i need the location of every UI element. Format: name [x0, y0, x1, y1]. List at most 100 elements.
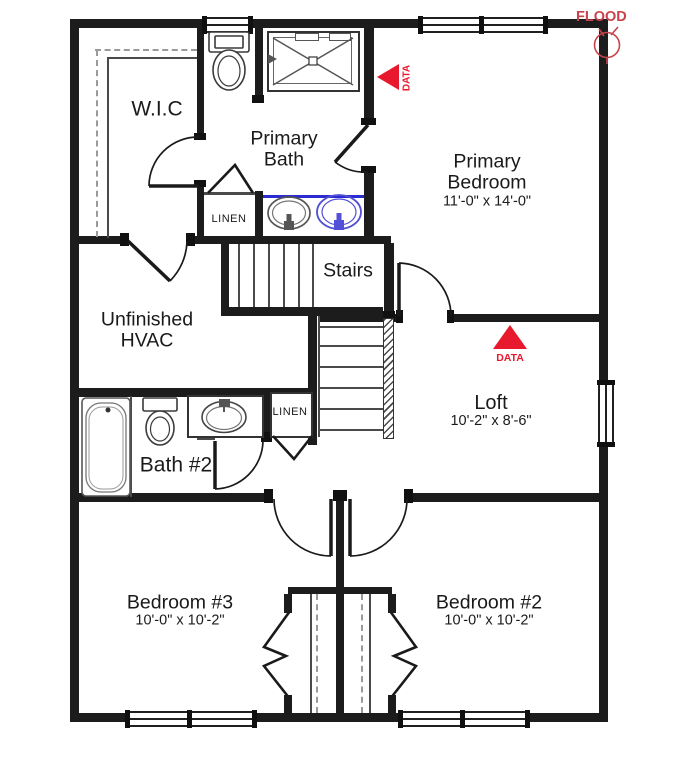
stair-tread — [298, 244, 300, 307]
jamb-cap — [120, 233, 129, 246]
window-primary-bedroom — [418, 16, 548, 34]
wall-closet-top-left — [288, 587, 336, 594]
window-post — [418, 16, 423, 34]
window-post — [597, 380, 615, 385]
closet-rod-dashed — [361, 594, 363, 713]
room-label-line: Loft — [474, 392, 508, 415]
linen-lower-closet-box — [270, 392, 313, 438]
window-post — [525, 710, 530, 728]
jamb-cap — [396, 310, 403, 323]
wic-rod-dashed-h — [95, 49, 197, 51]
flood-label: FLOOD — [576, 9, 627, 25]
room-label-bath2: Bath #2 — [139, 453, 213, 477]
wall-hvac-right — [308, 312, 317, 445]
room-label-hvac: Unfinished HVAC — [100, 308, 194, 353]
tub-alcove-line — [130, 396, 132, 497]
wall-loft-top-right — [451, 314, 599, 322]
room-label-line: Unfinished — [100, 308, 194, 331]
jamb-cap — [447, 310, 454, 323]
shower-shelf — [295, 33, 319, 41]
jamb-cap — [361, 118, 376, 125]
stair-tread — [319, 326, 383, 328]
window-post — [543, 16, 548, 34]
stair-tread — [319, 387, 383, 389]
room-label-linen-lower: LINEN — [272, 405, 308, 418]
bathtub — [81, 397, 131, 497]
data-label: DATA — [496, 352, 524, 364]
closet-shelf-line — [310, 594, 312, 713]
wic-shelf-line-h — [107, 57, 197, 59]
window-post — [187, 710, 192, 728]
room-label-line: Bath — [263, 149, 305, 171]
bifold-door-bedroom3 — [261, 610, 292, 700]
shower-head-icon — [268, 54, 277, 64]
wall-mid-horizontal-a — [70, 236, 128, 244]
exterior-wall-left — [70, 19, 79, 722]
stair-tread — [283, 244, 285, 307]
jamb-cap — [261, 432, 272, 442]
window-bedroom3 — [125, 710, 257, 728]
stair-tread — [268, 244, 270, 307]
window-post — [125, 710, 130, 728]
closet-rod-dashed — [316, 594, 318, 713]
wall-hall-south-right — [407, 493, 599, 502]
room-label-primary-bath: Primary Bath — [250, 127, 318, 172]
shower-drain — [308, 56, 318, 66]
toilet-bath2 — [142, 397, 178, 446]
window-loft — [597, 380, 615, 447]
door-arc-primary-bedroom — [398, 262, 452, 317]
window-glass — [605, 380, 607, 447]
jamb-cap — [194, 180, 206, 187]
wic-shelf-line-v — [107, 57, 109, 238]
wall-loft-top-left — [318, 314, 398, 322]
stair-railing-hatch — [383, 318, 394, 439]
door-linen-lower — [272, 435, 314, 462]
room-label-line: Bedroom #3 — [126, 591, 234, 614]
door-arc-wic — [148, 136, 200, 187]
wall-stairs-bedroom-divider — [384, 243, 394, 316]
stair-tread — [319, 366, 383, 368]
vanity-sink-right-blue — [316, 194, 362, 230]
vanity-counter-edge — [263, 195, 364, 198]
wall-vanity-left — [255, 191, 263, 238]
wall-mid-horizontal-b — [188, 236, 391, 244]
door-leaf-primary-bath — [333, 123, 370, 164]
room-dimensions: 10'-0" x 10'-2" — [135, 612, 225, 629]
toilet-primary — [208, 31, 250, 91]
window-post — [460, 710, 465, 728]
flood-light-symbol — [593, 26, 621, 64]
stair-tread — [253, 244, 255, 307]
wall-stairs-left — [221, 244, 229, 310]
exterior-wall-bottom — [70, 713, 608, 722]
jamb-cap — [264, 489, 273, 503]
data-marker-shower: DATA — [377, 64, 413, 91]
stair-tread — [319, 429, 383, 431]
room-dimensions: 10'-2" x 8'-6" — [450, 413, 532, 430]
door-arc-primary-bath — [334, 161, 369, 173]
window-post — [202, 16, 207, 34]
wall-bath-bedroom-upper — [364, 28, 374, 123]
vanity-sink-left — [267, 196, 311, 230]
data-triangle-left-icon — [377, 64, 399, 90]
wall-toilet-nook-right — [255, 28, 263, 101]
wall-hvac-bottom — [70, 388, 310, 397]
jamb-cap — [383, 311, 395, 322]
jamb-cap — [333, 490, 347, 501]
wall-closet-stub-left-bottom — [284, 695, 292, 713]
room-dimensions: 11'-0" x 14'-0" — [442, 193, 532, 210]
wall-closet-central — [336, 493, 344, 713]
stair-run-edge — [312, 244, 314, 307]
wall-wic-right-lower — [197, 184, 204, 238]
room-label-line: Primary — [250, 127, 318, 150]
exterior-wall-right — [599, 19, 608, 722]
door-arc-bedroom2 — [349, 498, 408, 557]
jamb-cap — [361, 166, 376, 173]
door-arc-bedroom3 — [273, 498, 332, 557]
linen-upper-front-line — [204, 192, 255, 195]
window-glass — [202, 24, 253, 26]
room-label-primary-bedroom: Primary Bedroom 11'-0" x 14'-0" — [442, 151, 532, 211]
window-post — [252, 710, 257, 728]
door-leaf-hvac — [126, 239, 172, 283]
room-label-linen-upper: LINEN — [211, 212, 247, 225]
